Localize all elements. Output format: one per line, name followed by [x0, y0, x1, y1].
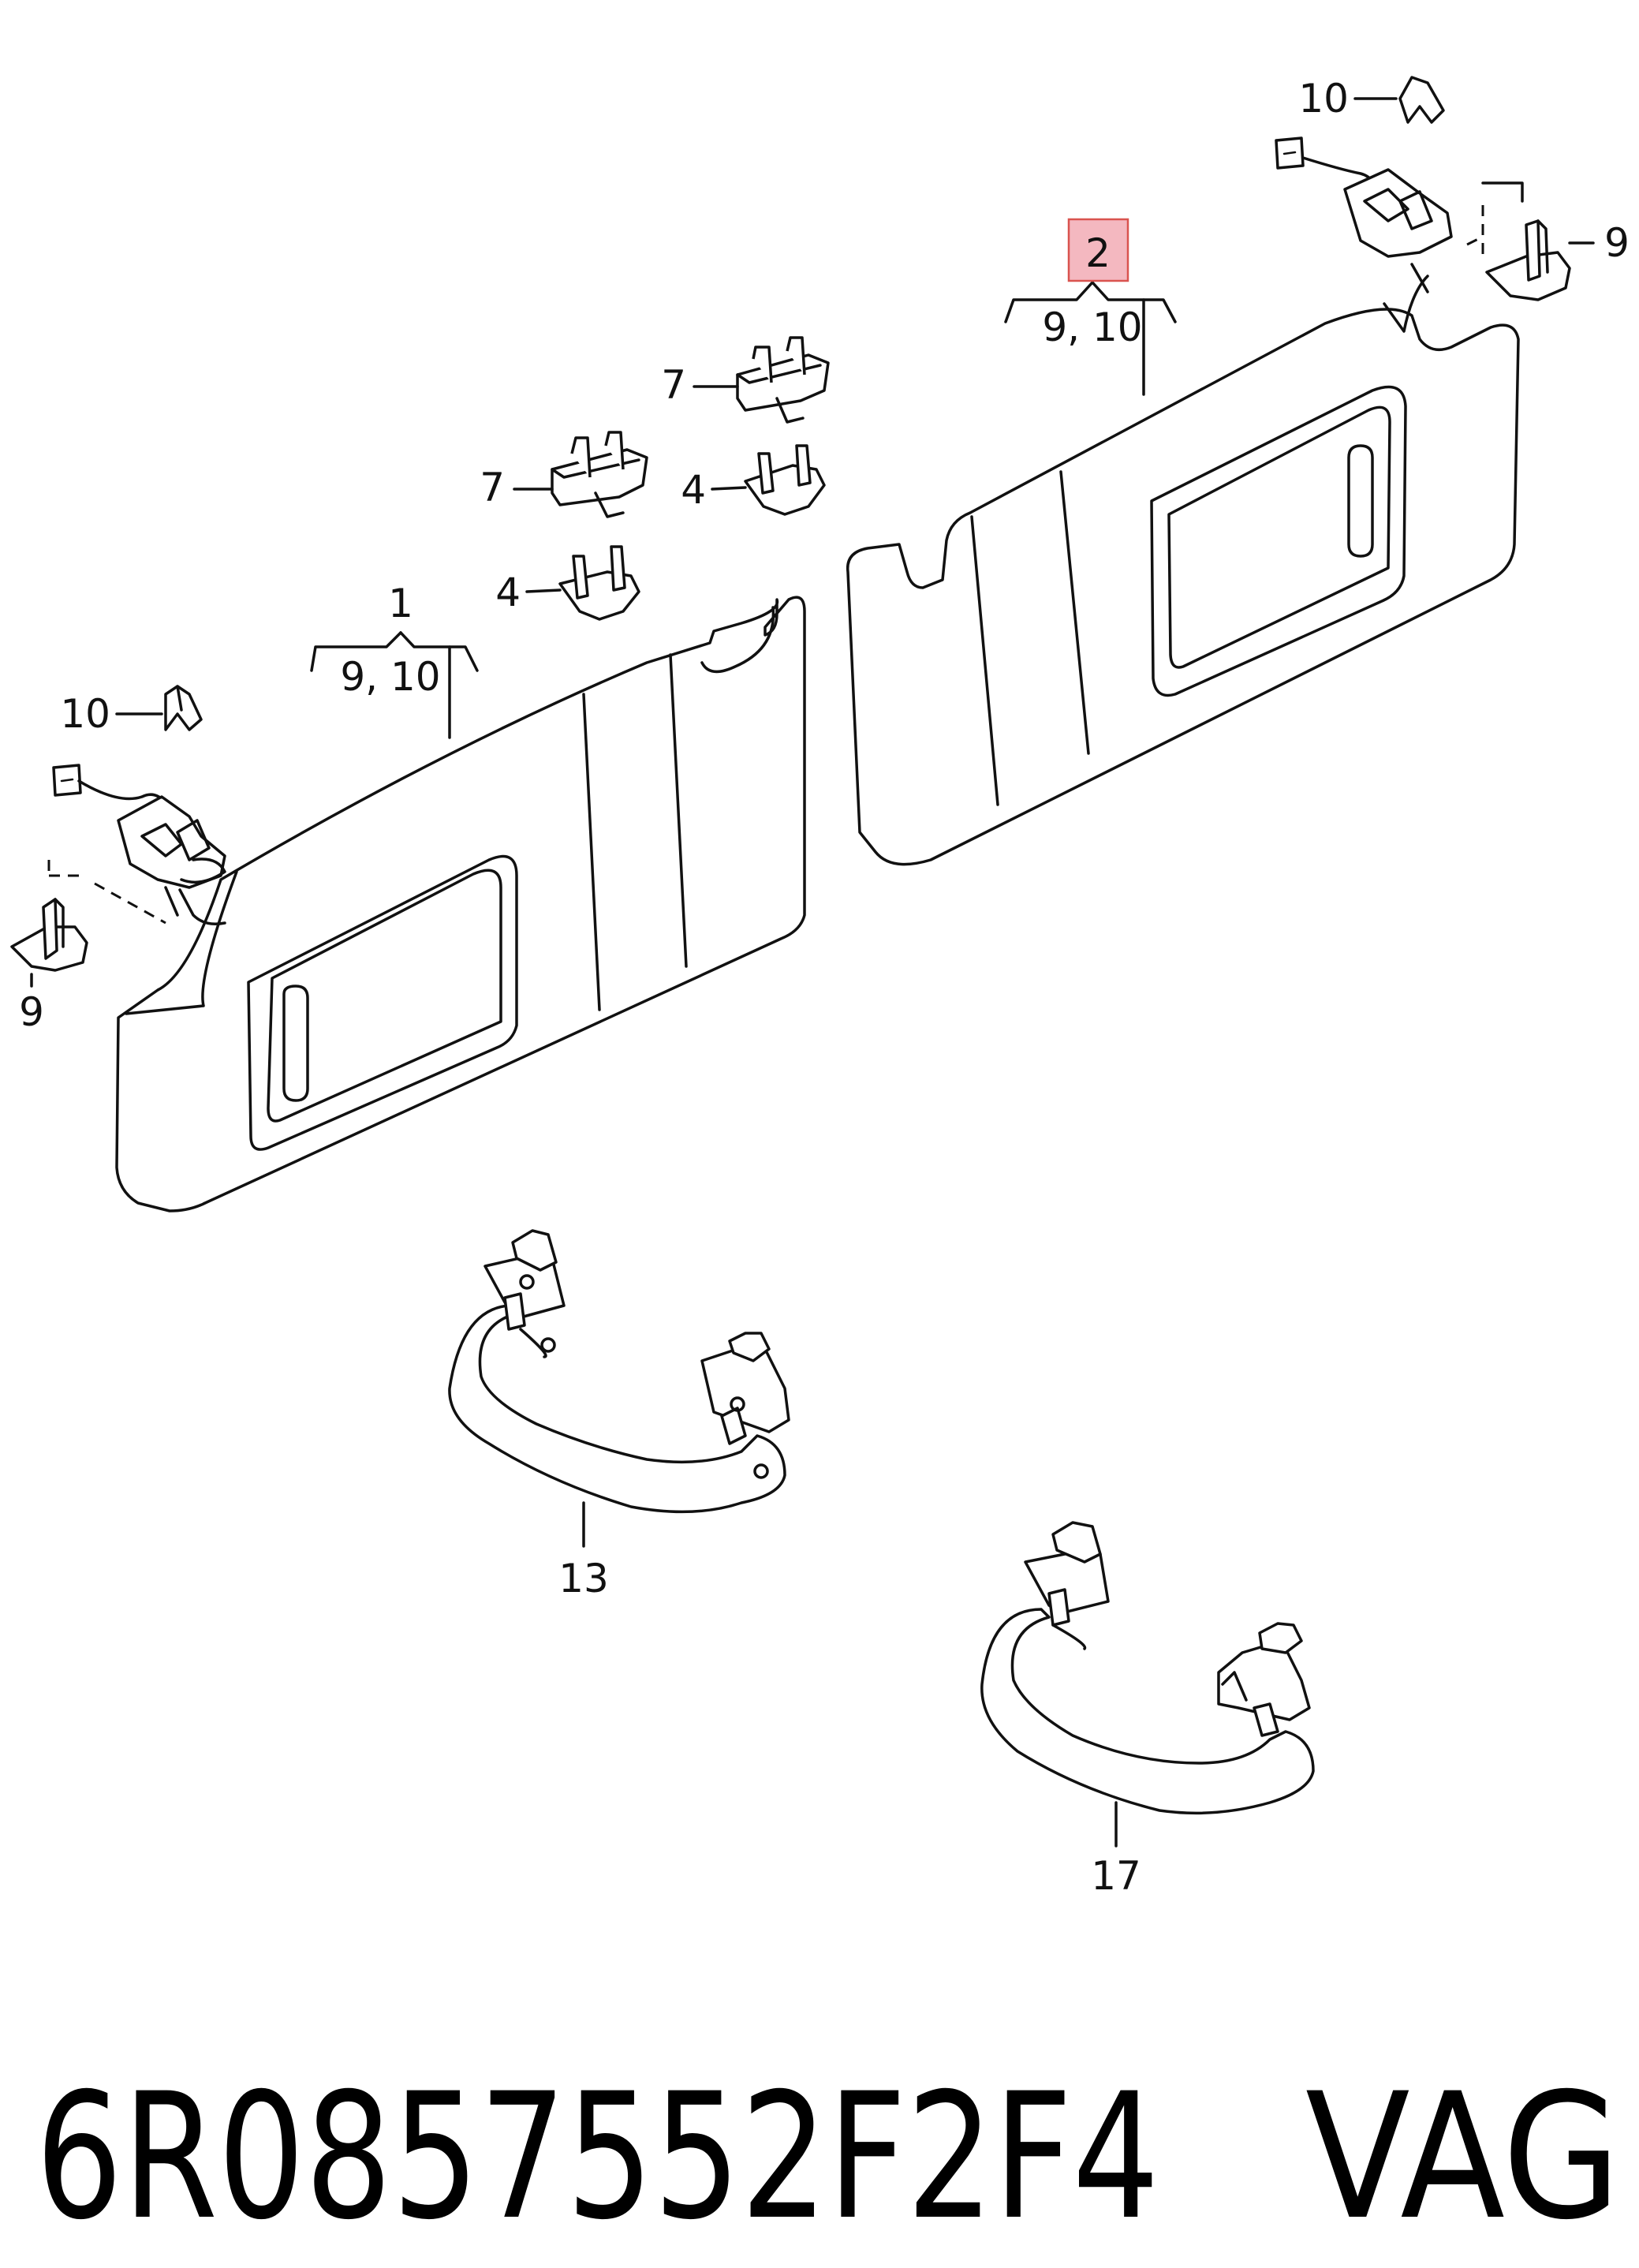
sun-visor-right: [846, 275, 1520, 866]
clip-4-right: [744, 444, 826, 516]
clip-4-left: [558, 545, 640, 621]
clip-9-right: [1485, 219, 1571, 301]
leader-lines: [30, 97, 1595, 1848]
callout-4-left: 4: [495, 570, 521, 615]
grab-handle-13: [448, 1229, 790, 1514]
part-number: 6R0857552F2F4: [35, 2056, 1159, 2258]
callout-2: 2: [1085, 230, 1111, 276]
callout-7-left: 7: [480, 465, 505, 510]
sun-visor-left: [115, 596, 806, 1212]
callout-13: 13: [558, 1556, 609, 1601]
grab-handle-17: [980, 1521, 1315, 1815]
visor-mount-left: [52, 764, 226, 925]
callout-1: 1: [388, 581, 413, 626]
retainer-7-right: [736, 336, 830, 424]
highlight-box-part-2: [1067, 218, 1129, 282]
callout-7-right: 7: [661, 362, 686, 408]
retainer-7-left: [551, 431, 648, 518]
callout-10-right: 10: [1298, 76, 1349, 121]
callout-9-right: 9: [1604, 220, 1630, 266]
callout-4-right: 4: [681, 467, 706, 513]
clip-9-left: [10, 898, 88, 972]
callout-9-left: 9: [19, 989, 44, 1035]
callout-2-sub: 9, 10: [1042, 305, 1142, 350]
cap-10-left: [164, 685, 203, 731]
cap-10-right: [1398, 76, 1445, 124]
callout-1-sub: 9, 10: [340, 654, 440, 700]
visor-mount-right: [1275, 136, 1453, 293]
brand-name: VAG: [1305, 2056, 1621, 2258]
callout-10-left: 10: [60, 691, 110, 737]
callout-17: 17: [1091, 1853, 1141, 1899]
